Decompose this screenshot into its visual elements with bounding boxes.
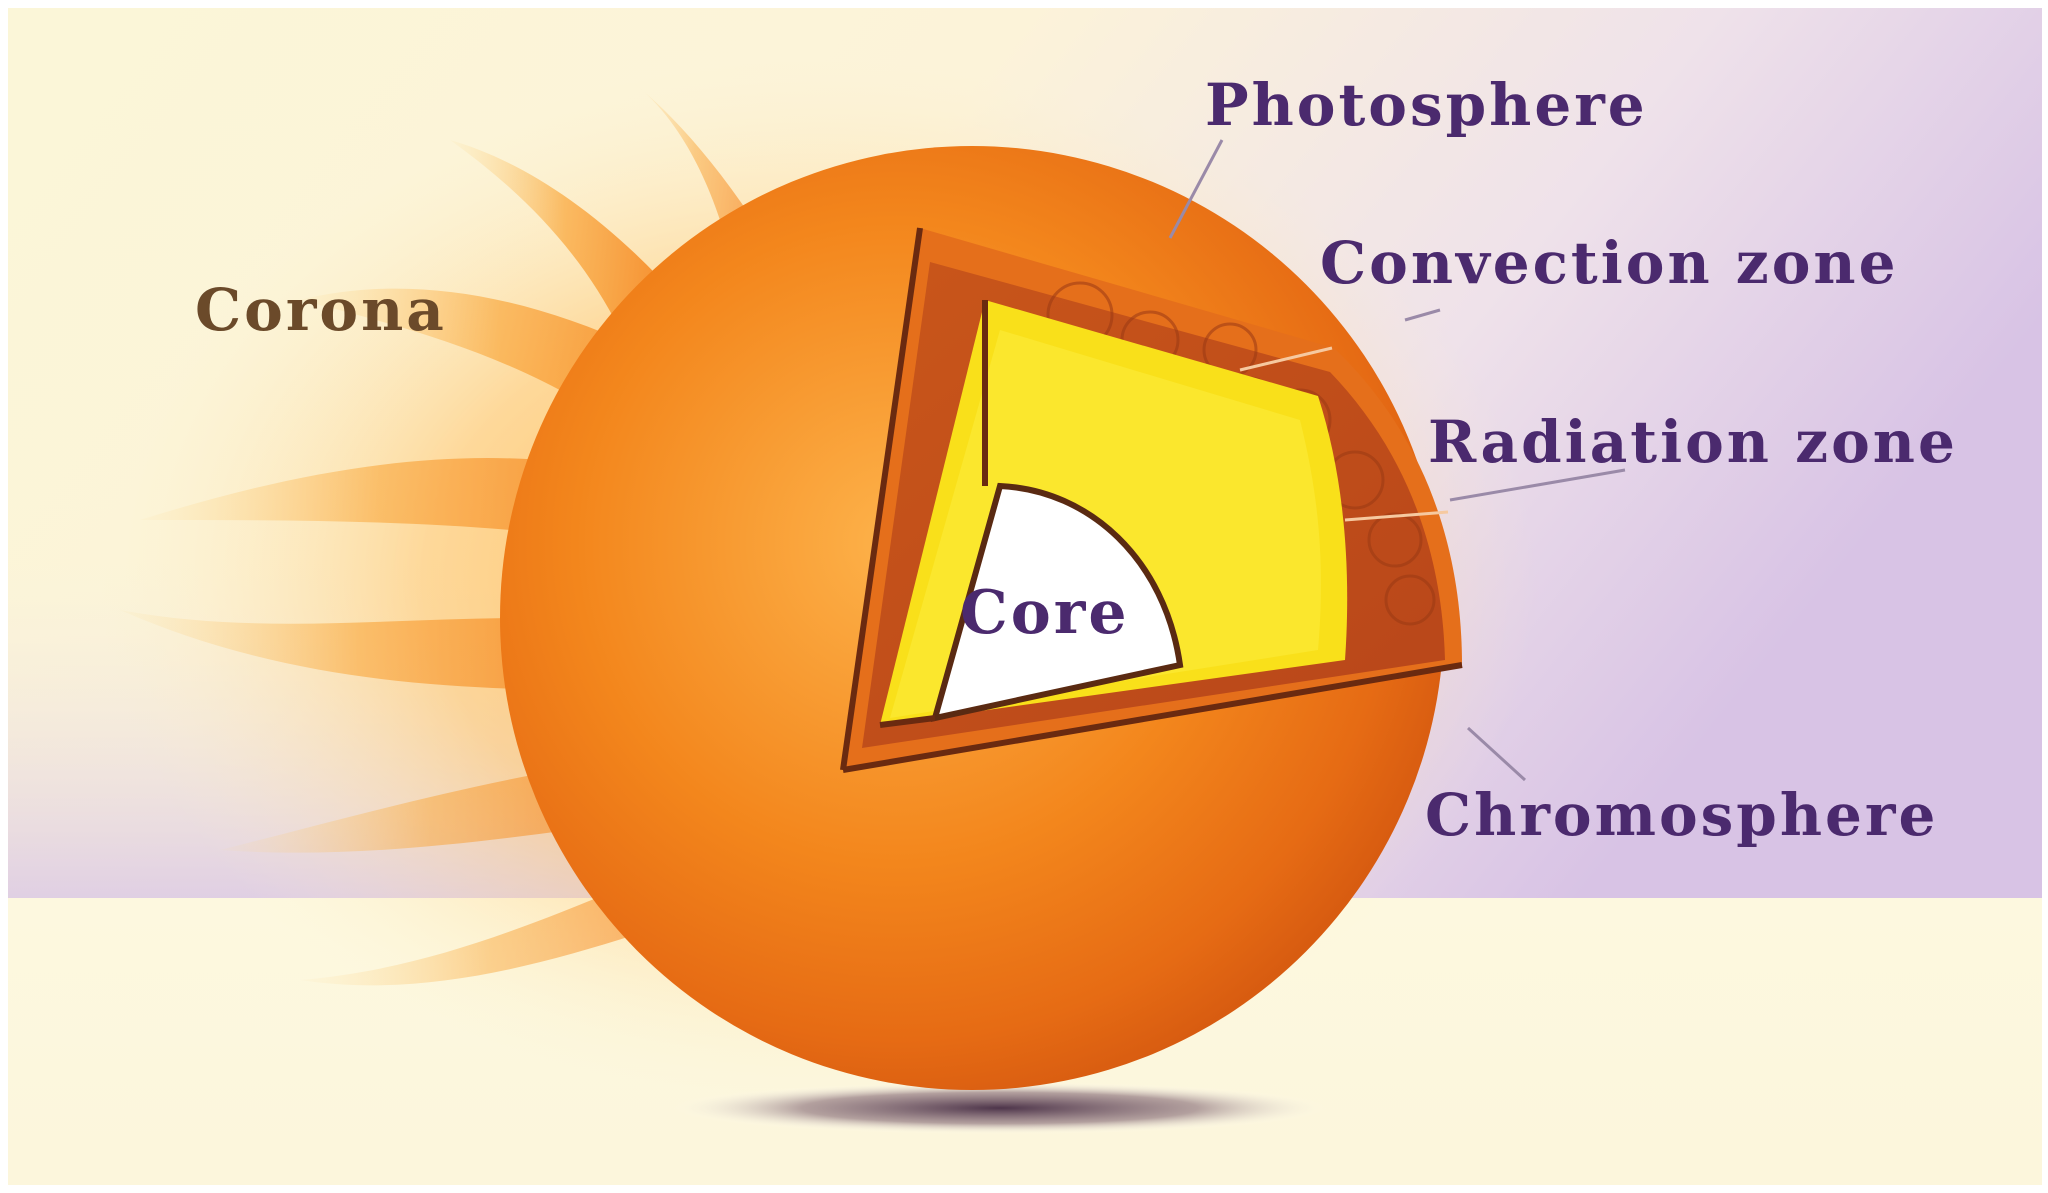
- sun-shadow: [670, 1082, 1330, 1134]
- corona-label: Corona: [195, 276, 447, 344]
- photosphere-label: Photosphere: [1205, 71, 1648, 139]
- chromosphere-label: Chromosphere: [1425, 781, 1938, 849]
- convection-zone-label: Convection zone: [1320, 229, 1899, 297]
- core-label: Core: [960, 578, 1130, 648]
- radiation-zone-label: Radiation zone: [1428, 408, 1958, 476]
